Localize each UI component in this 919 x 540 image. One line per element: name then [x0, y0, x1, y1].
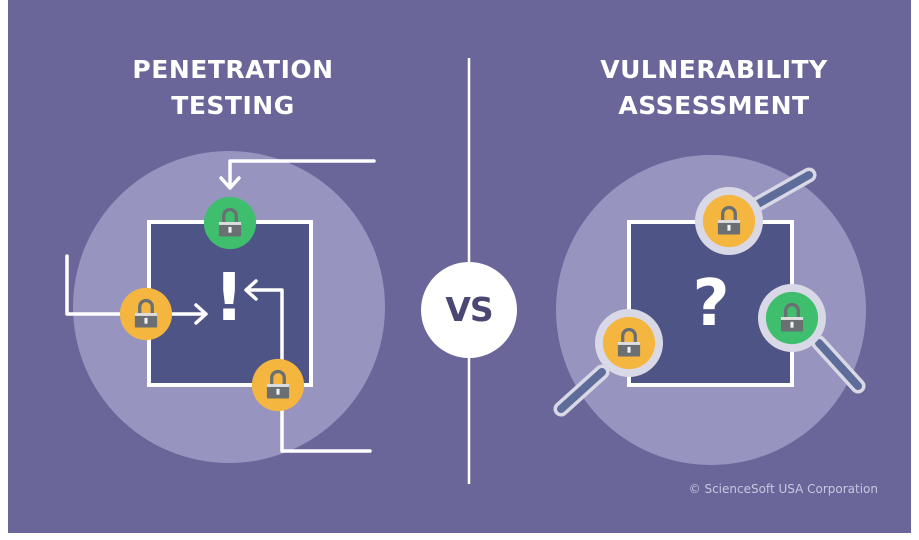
- padlock-icon: [766, 292, 818, 344]
- padlock-icon: [603, 317, 655, 369]
- padlock-icon: [204, 197, 256, 249]
- title-line: PENETRATION: [132, 55, 334, 84]
- vulnerability-assessment-title: VULNERABILITY ASSESSMENT: [558, 52, 870, 124]
- copyright-notice: © ScienceSoft USA Corporation: [688, 482, 878, 496]
- title-line: VULNERABILITY: [600, 55, 828, 84]
- padlock-icon: [252, 359, 304, 411]
- vulnerability-assessment-diagram: [553, 155, 866, 465]
- penetration-testing-title: PENETRATION TESTING: [88, 52, 378, 124]
- vs-badge: [421, 262, 517, 358]
- left-target-square: [147, 220, 313, 387]
- title-line: ASSESSMENT: [618, 91, 810, 120]
- attack-path-top: [219, 159, 376, 190]
- padlock-icon: [703, 195, 755, 247]
- padlock-icon: [120, 288, 172, 340]
- title-line: TESTING: [171, 91, 295, 120]
- vs-label: VS: [445, 290, 493, 329]
- penetration-testing-diagram: [65, 151, 385, 463]
- question-mark: ?: [692, 267, 730, 341]
- exclamation-mark: !: [213, 259, 245, 336]
